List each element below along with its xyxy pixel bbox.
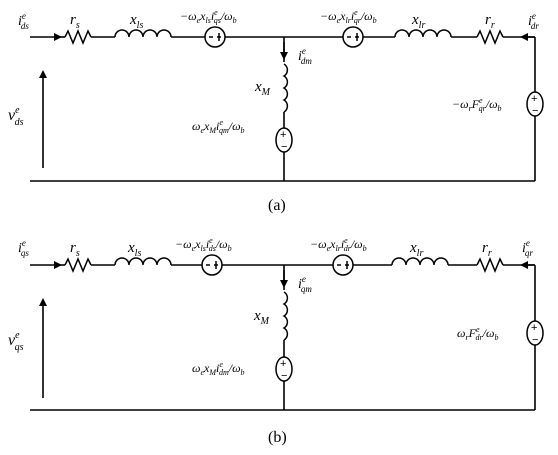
resistor-rs-b — [64, 257, 92, 273]
resistor-rr-b — [476, 257, 504, 273]
resistor-rr-a — [476, 29, 504, 45]
label-xls-b: xls — [127, 240, 141, 259]
inductor-xls-a — [114, 29, 172, 38]
label-xM-b: xM — [253, 308, 270, 327]
inductor-xlr-b — [391, 257, 449, 266]
inductor-xls-b — [114, 257, 172, 266]
voltage-source-2-b — [332, 254, 354, 276]
inductor-xlr-a — [394, 29, 452, 38]
label-rr-b: rr — [482, 240, 492, 259]
inductor-xM-a — [282, 63, 289, 113]
label-xlr-b: xlr — [409, 240, 423, 259]
circuit-b — [30, 254, 544, 411]
plus-right-a: + — [531, 93, 537, 105]
label-rs-b: rs — [70, 240, 80, 259]
voltage-source-1-b — [201, 254, 223, 276]
minus-mid-b: − — [281, 370, 287, 382]
plus-mid-b: + — [280, 358, 286, 370]
plus-mid-a: + — [280, 129, 286, 141]
minus-right-b: − — [532, 334, 538, 346]
resistor-rs-a — [64, 29, 92, 45]
voltage-source-2-a — [342, 26, 364, 48]
minus-right-a: − — [532, 105, 538, 117]
label-rr-a: rr — [485, 12, 495, 31]
voltage-source-1-a — [204, 26, 226, 48]
circuit-a — [30, 26, 544, 182]
label-rs-a: rs — [70, 12, 80, 31]
label-xls-a: xls — [129, 12, 143, 31]
inductor-xM-b — [282, 291, 289, 341]
label-xlr-a: xlr — [411, 12, 425, 31]
caption-a: (a) — [268, 197, 286, 214]
minus-mid-a: − — [281, 141, 287, 153]
label-xM-a: xM — [254, 79, 271, 98]
caption-b: (b) — [268, 429, 287, 446]
plus-right-b: + — [531, 322, 537, 334]
